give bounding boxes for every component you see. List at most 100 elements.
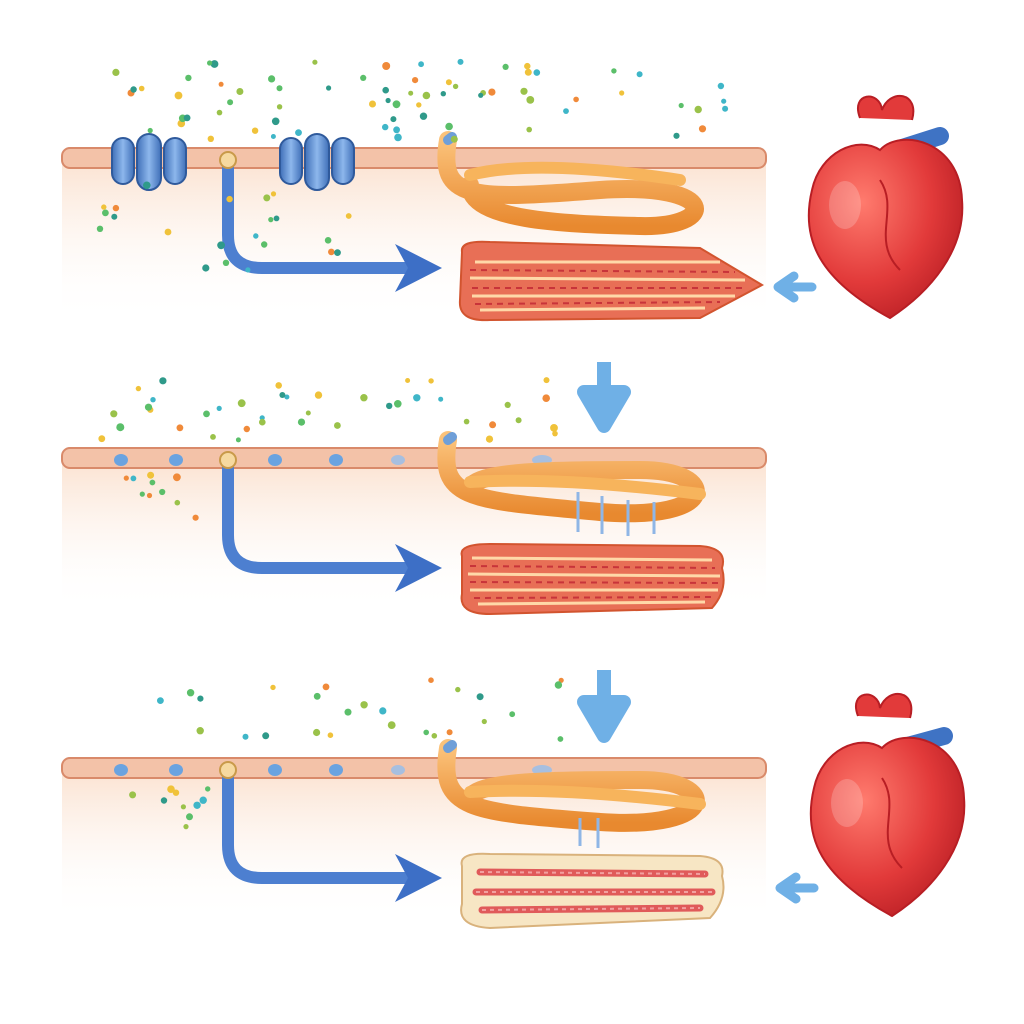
ion-particle — [721, 98, 727, 104]
ion-particle — [360, 701, 368, 709]
ion-particle — [185, 74, 192, 82]
ion-particle — [149, 479, 156, 486]
ion-particle — [173, 473, 181, 482]
ion-particle — [450, 135, 458, 143]
ion-particle — [694, 105, 702, 114]
ion-particle — [345, 213, 352, 219]
panel-1 — [61, 94, 964, 322]
receptor — [219, 451, 237, 469]
ion-particle — [563, 108, 569, 114]
ion-particle — [253, 233, 259, 239]
ion-particle — [394, 400, 402, 408]
ion-particle — [418, 61, 424, 68]
ion-particle — [174, 91, 183, 100]
ion-particle — [98, 435, 106, 443]
ion-particle — [157, 697, 164, 704]
ion-particle — [146, 492, 153, 499]
ion-particle — [276, 104, 283, 110]
ion-particle — [558, 677, 564, 683]
ion-particle — [526, 126, 532, 133]
ion-particle — [386, 402, 393, 410]
ion-particle — [259, 418, 266, 426]
ion-particle — [360, 74, 367, 81]
signal-pathway — [222, 156, 411, 274]
ion-particle — [112, 204, 120, 212]
ion-particle — [524, 68, 532, 76]
ion-particle — [611, 68, 617, 74]
ion-particle — [455, 686, 461, 693]
ion-particle — [478, 92, 484, 98]
arrow-icon — [395, 244, 442, 292]
ion-particle — [96, 225, 104, 232]
ion-particle — [193, 801, 201, 809]
ion-particle — [324, 237, 332, 244]
ion-particle — [673, 132, 680, 139]
ion-particle — [237, 399, 246, 408]
ion-particle — [326, 85, 332, 91]
ion-particle — [476, 693, 484, 701]
ion-particle — [143, 181, 151, 190]
ion-particle — [167, 785, 175, 793]
ion-particle — [164, 228, 172, 236]
ion-particle — [322, 683, 330, 691]
ion-particle — [111, 213, 118, 220]
ion-particle — [102, 209, 109, 217]
ion-particle — [227, 99, 234, 106]
ion-particle — [327, 732, 334, 738]
ion-particle — [698, 125, 707, 133]
ion-particle — [328, 248, 335, 256]
ion-particle — [382, 62, 391, 70]
ion-particle — [488, 88, 496, 96]
ion-particle — [268, 75, 276, 83]
heart-icon — [807, 94, 964, 320]
ion-particle — [526, 96, 535, 104]
ion-particle — [463, 418, 470, 425]
ion-particle — [412, 77, 419, 84]
ion-particle — [722, 105, 729, 112]
ion-particle — [428, 677, 434, 683]
nerve-fiber-icon — [437, 739, 706, 848]
ion-particle — [284, 394, 290, 400]
ion-particle — [207, 135, 214, 142]
cell-membrane — [61, 147, 767, 169]
ion-particle — [413, 394, 421, 402]
ion-particle — [552, 430, 558, 437]
arrow-icon — [395, 544, 442, 592]
ion-particle — [445, 122, 453, 131]
ion-particle — [678, 102, 684, 109]
ion-particle — [369, 100, 376, 108]
ion-particle — [457, 58, 464, 65]
ion-particle — [440, 91, 446, 97]
arrow-icon — [395, 854, 442, 902]
ion-particle — [245, 267, 251, 273]
ion-particle — [542, 394, 550, 403]
ion-particle — [452, 83, 459, 90]
ion-particle — [515, 417, 522, 424]
ion-particle — [334, 422, 341, 429]
ion-particle — [390, 116, 397, 123]
ion-particle — [276, 85, 283, 92]
ion-particle — [431, 733, 438, 739]
ion-particle — [717, 82, 725, 90]
ion-particle — [218, 81, 224, 87]
ion-particle — [379, 707, 387, 715]
ion-particle — [422, 91, 431, 100]
ion-particle — [243, 425, 250, 433]
ion-particle — [481, 718, 487, 725]
ion-particle — [416, 102, 422, 108]
ion-particle — [334, 249, 341, 256]
ion-particle — [271, 117, 280, 126]
ion-particle — [186, 689, 195, 697]
arrow-icon — [577, 670, 631, 743]
ion-particle — [262, 732, 270, 740]
ion-particle — [110, 410, 118, 418]
ion-particle — [385, 97, 391, 104]
muscle-fiber-icon — [458, 240, 765, 322]
ion-particle — [423, 729, 430, 736]
ion-particle — [445, 79, 452, 86]
ion-particle — [210, 434, 216, 440]
ion-particle — [297, 418, 306, 426]
ion-particle — [226, 195, 233, 203]
